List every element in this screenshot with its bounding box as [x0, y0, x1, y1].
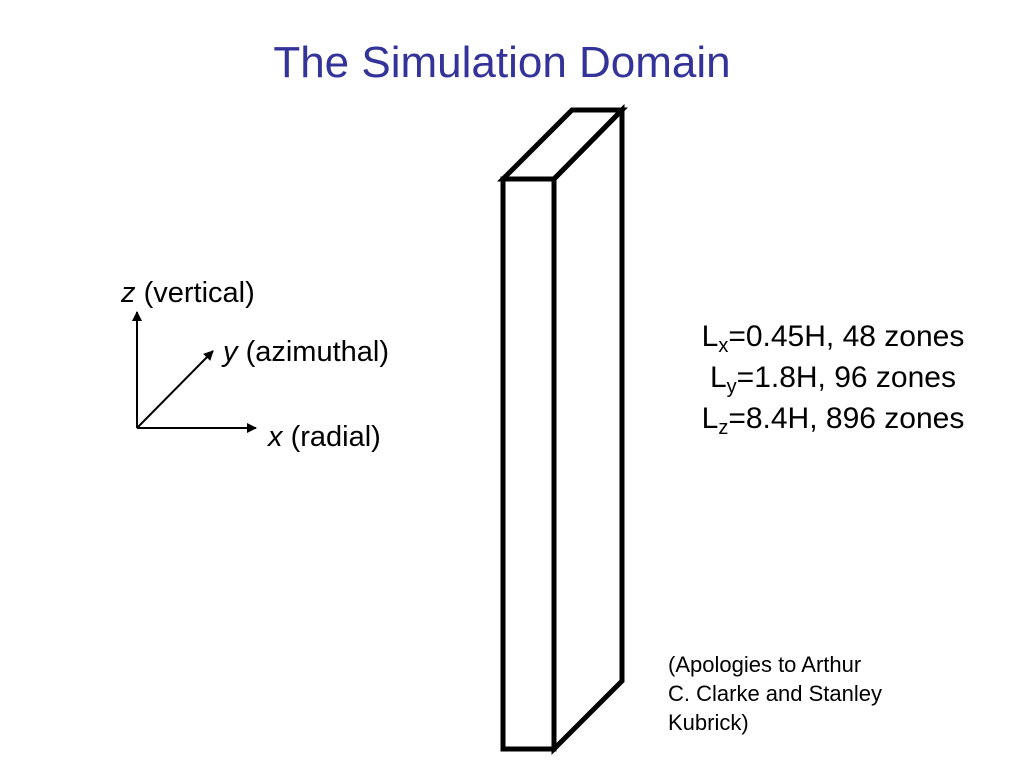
note-line: C. Clarke and Stanley [668, 681, 882, 706]
dimension-ly: Ly=1.8H, 96 zones [709, 361, 956, 398]
x-axis-label: x (radial) [268, 421, 381, 453]
y-axis-label: y (azimuthal) [223, 336, 389, 368]
coordinate-axes [132, 311, 257, 433]
dimension-lx: Lx=0.45H, 48 zones [701, 320, 965, 357]
box-side-face [551, 103, 625, 756]
apology-note: (Apologies to Arthur C. Clarke and Stanl… [668, 650, 968, 737]
note-line: Kubrick) [668, 710, 749, 735]
box-front-face [500, 176, 557, 752]
slide-title: The Simulation Domain [273, 38, 731, 87]
y-axis-arrow [136, 350, 214, 429]
note-line: (Apologies to Arthur [668, 652, 862, 677]
z-axis-label: z (vertical) [121, 277, 255, 309]
domain-dimensions: Lx=0.45H, 48 zones Ly=1.8H, 96 zones Lz=… [660, 316, 1006, 439]
simulation-box [496, 103, 628, 756]
dimension-lz: Lz=8.4H, 896 zones [701, 402, 965, 439]
